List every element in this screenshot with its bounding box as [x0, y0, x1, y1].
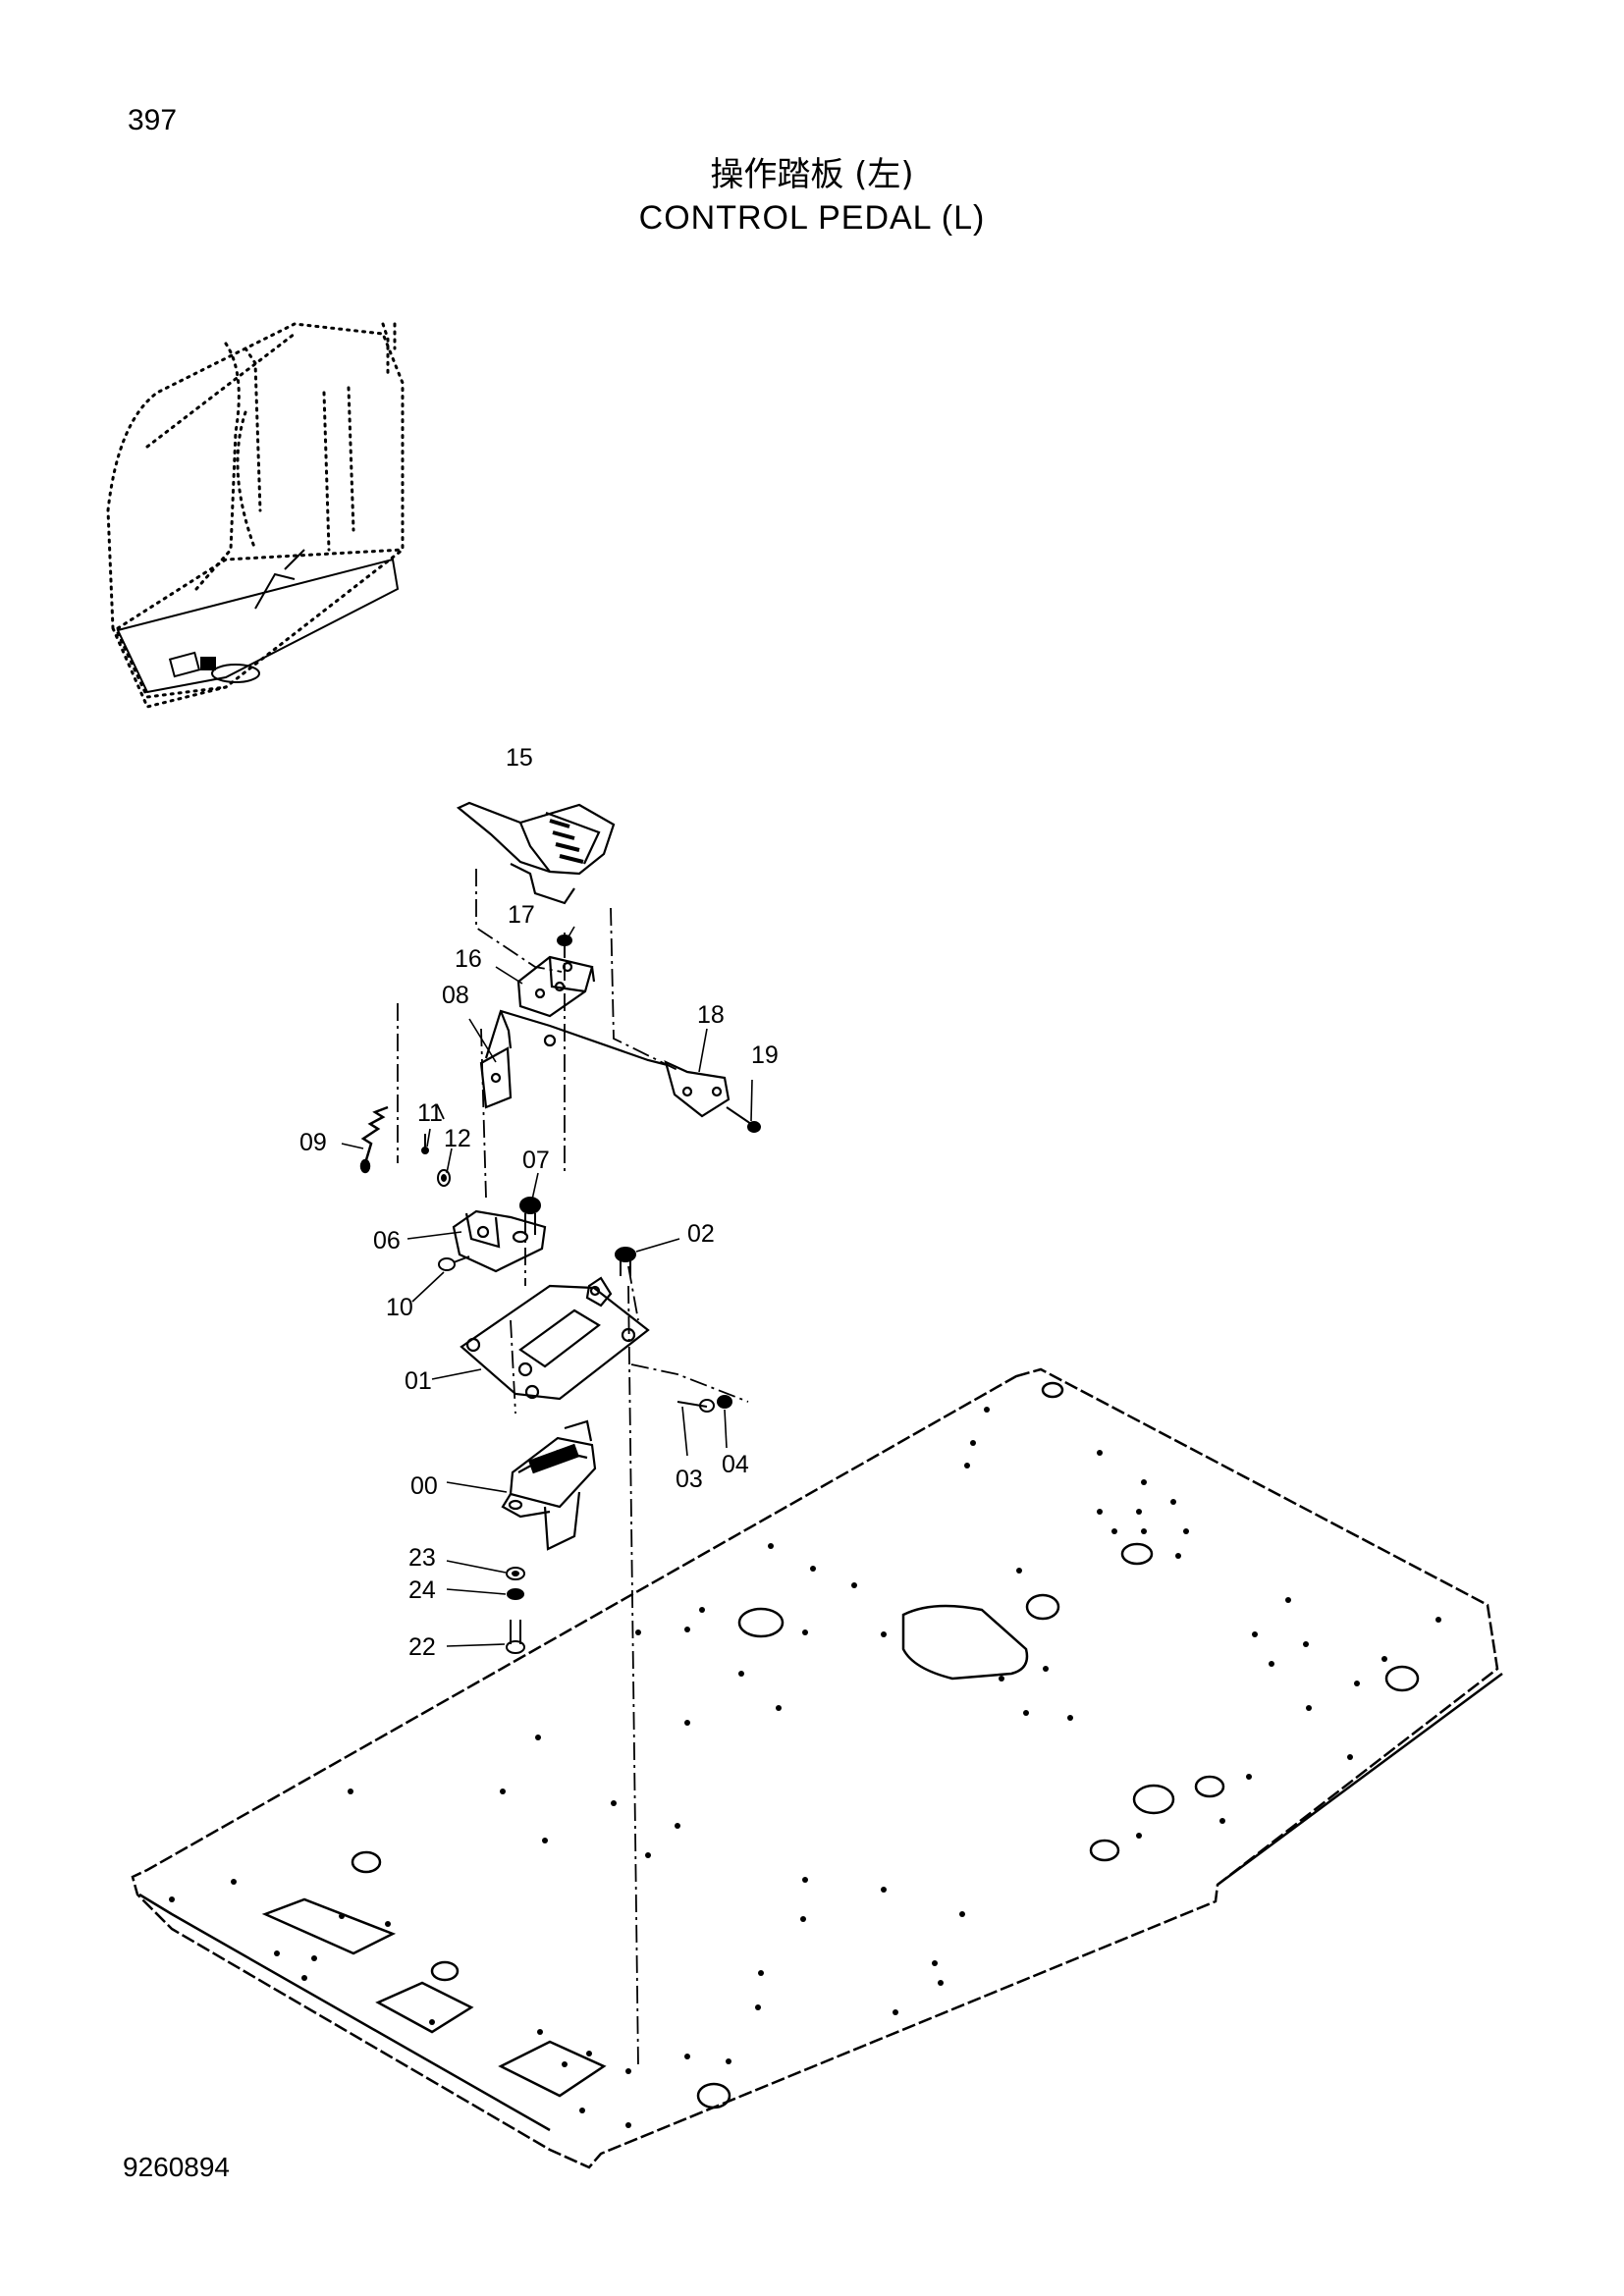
part-22-bolt [506, 1620, 525, 1654]
callout-labels: 15 17 16 08 18 19 11 12 09 07 06 02 10 0… [299, 744, 779, 1661]
callout-17: 17 [508, 901, 535, 929]
leader-lines [341, 926, 753, 1647]
title-chinese: 操作踏板 (左) [710, 155, 914, 194]
callout-16: 16 [455, 945, 482, 973]
part-00-pilot-valve [501, 1419, 597, 1551]
part-09-spring [359, 1105, 389, 1174]
callout-11: 11 [417, 1099, 443, 1127]
cab-floor-detail [116, 549, 400, 694]
title-english: CONTROL PEDAL (L) [638, 199, 986, 237]
part-06-bracket [452, 1209, 547, 1273]
part-07-bolt [519, 1197, 541, 1235]
cab-inset [106, 322, 405, 709]
part-16-bracket [516, 955, 596, 1018]
part-10-pin [438, 1255, 470, 1271]
callout-12: 12 [444, 1125, 471, 1152]
part-02-bolt [615, 1247, 636, 1276]
assembly-centerlines [397, 869, 749, 2067]
callout-19: 19 [751, 1041, 779, 1069]
callout-01: 01 [405, 1367, 432, 1395]
part-04-nut [717, 1395, 732, 1409]
part-11-pin [421, 1134, 429, 1154]
part-15-pedal [456, 801, 616, 905]
callout-06: 06 [373, 1227, 401, 1255]
callout-03: 03 [676, 1466, 703, 1493]
callout-10: 10 [386, 1294, 413, 1321]
floor-plate-holes [169, 1407, 1441, 2128]
callout-08: 08 [442, 982, 469, 1009]
part-18-bracket [664, 1060, 731, 1118]
part-19-bolt [726, 1106, 761, 1133]
part-23-washer [506, 1567, 525, 1580]
callout-00: 00 [410, 1472, 438, 1500]
callout-09: 09 [299, 1129, 327, 1156]
part-01-plate [460, 1276, 650, 1401]
part-12-washer [437, 1169, 451, 1187]
page-number: 397 [128, 104, 178, 136]
callout-15: 15 [506, 744, 533, 772]
callout-23: 23 [408, 1544, 436, 1572]
part-24-washer [507, 1588, 524, 1600]
part-17-bolt [557, 934, 572, 957]
callout-04: 04 [722, 1451, 749, 1478]
callout-07: 07 [522, 1147, 550, 1174]
callout-18: 18 [697, 1001, 725, 1029]
drawing-number: 9260894 [123, 2152, 231, 2182]
callout-02: 02 [687, 1220, 715, 1248]
callout-24: 24 [408, 1576, 436, 1604]
part-03-bolt [677, 1399, 715, 1413]
part-08-lever [479, 1009, 669, 1109]
floor-plate [131, 1367, 1503, 2169]
callout-22: 22 [408, 1633, 436, 1661]
